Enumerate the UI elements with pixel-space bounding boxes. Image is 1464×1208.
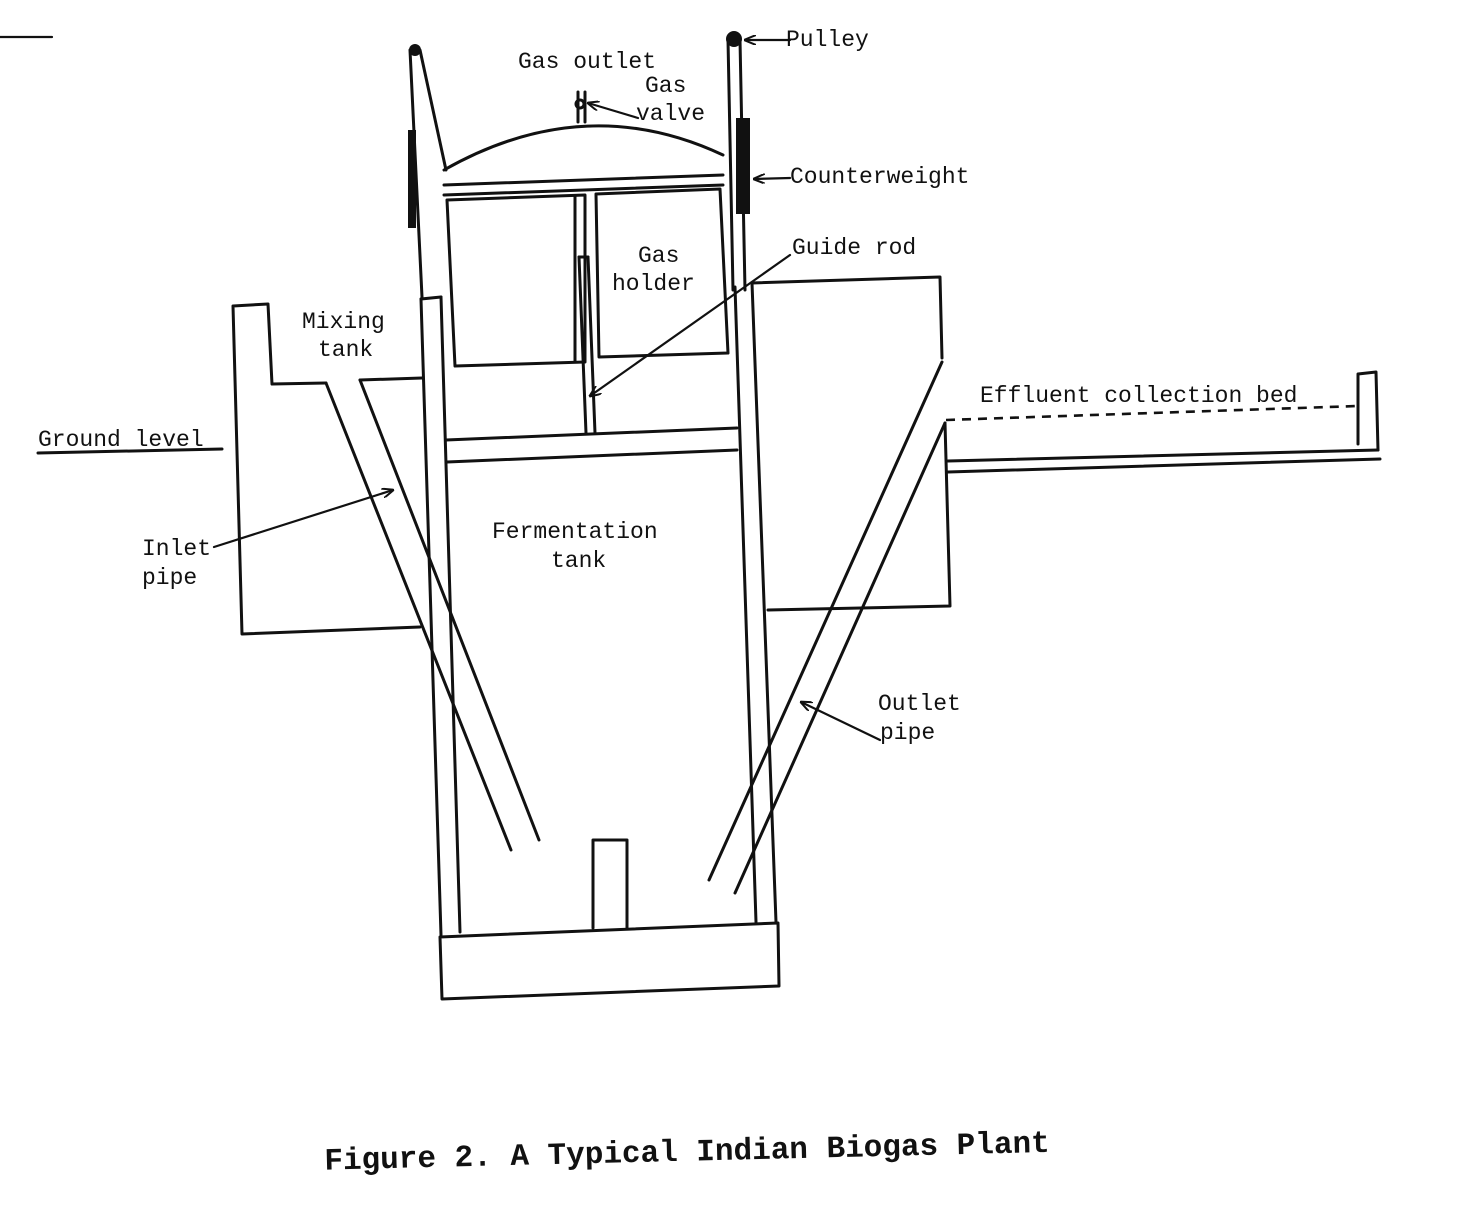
label-ground-level: Ground level [38,427,204,453]
right-counterweight [736,118,750,214]
label-effluent-bed: Effluent collection bed [980,383,1297,409]
label-outlet-pipe-2: pipe [880,720,935,746]
guide-rod-leader [590,253,792,396]
label-fermentation-tank-2: tank [551,548,606,574]
left-guide-frame [408,44,448,299]
label-gas-valve-1: Gas [645,73,686,99]
label-gas-outlet: Gas outlet [518,49,656,75]
fermentation-tank [419,281,781,1001]
label-mixing-tank-2: tank [318,337,373,363]
ground-level-line [36,447,224,455]
gas-valve-leader [588,103,640,120]
label-inlet-pipe-2: pipe [142,565,197,591]
label-guide-rod: Guide rod [792,235,916,261]
right-guide-frame [726,31,750,292]
figure-caption: Figure 2. A Typical Indian Biogas Plant [324,1127,1050,1180]
mixing-tank [231,302,424,636]
inlet-pipe-leader [212,490,393,549]
gas-holder-dome [442,124,725,172]
gas-outlet-valve [574,90,587,124]
label-gas-valve-2: valve [636,101,705,127]
label-fermentation-tank-1: Fermentation [492,519,658,545]
label-pulley: Pulley [786,27,869,53]
label-inlet-pipe-1: Inlet [142,536,211,562]
label-gas-holder-1: Gas [638,243,679,269]
gas-holder [442,124,730,368]
left-pulley [409,44,421,56]
label-gas-holder-2: holder [612,271,695,297]
outlet-pipe-leader [801,702,882,742]
guide-rod [577,255,597,435]
left-counterweight [408,130,416,228]
effluent-collection-bed [945,370,1382,474]
label-mixing-tank-1: Mixing [302,309,385,335]
outlet-pipe [707,360,947,895]
counterweight-leader [754,178,792,179]
right-pulley [726,31,742,47]
label-counterweight: Counterweight [790,164,969,190]
outlet-chamber [750,275,952,612]
inlet-pipe [324,378,541,852]
label-outlet-pipe-1: Outlet [878,691,961,717]
